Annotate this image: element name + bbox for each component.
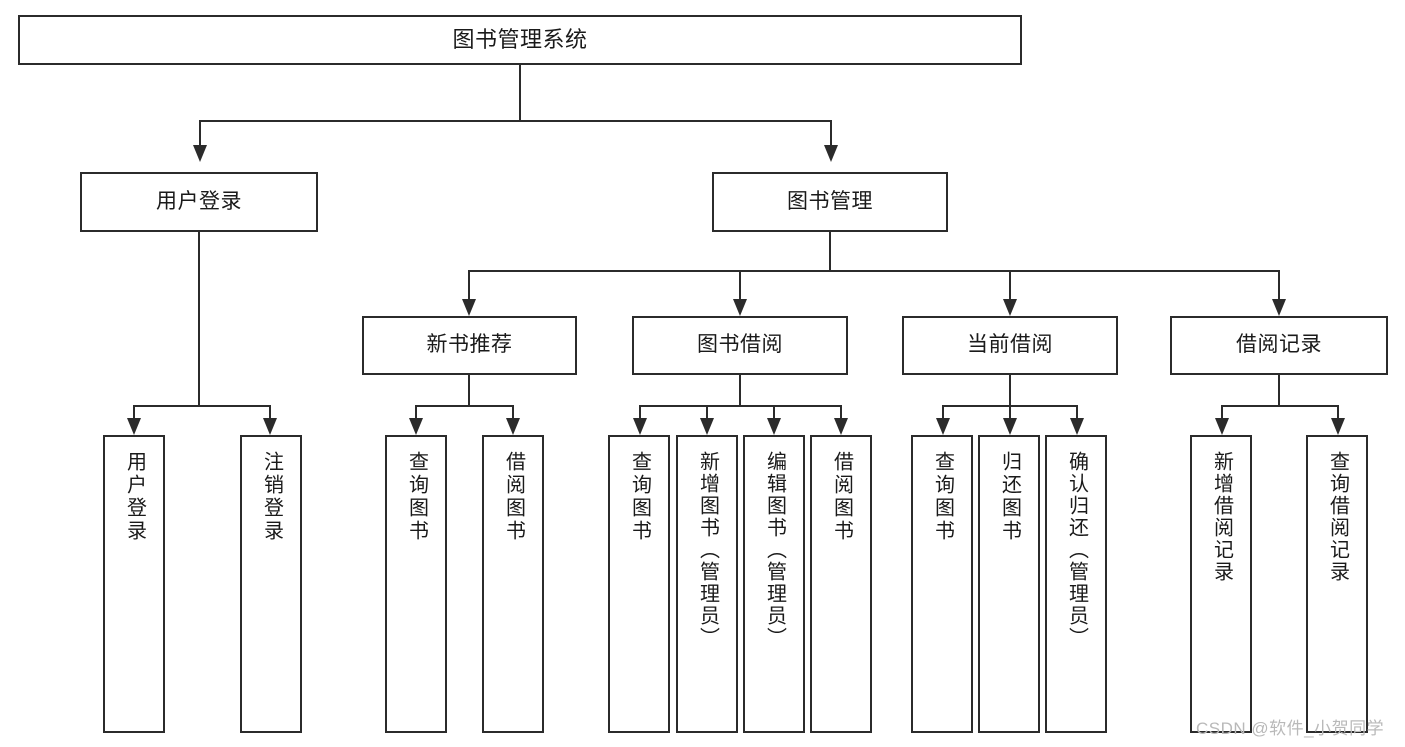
connector-new-book-drop-1 (415, 405, 418, 418)
node-label: 图书管理 (787, 189, 873, 213)
leaf-logout[interactable]: 注销登录 (240, 435, 302, 733)
arrowhead-to-book-management (824, 145, 838, 162)
arrowhead-current-borrow-leaf-3 (1070, 418, 1084, 435)
connector-borrow-record-drop-1 (1221, 405, 1224, 418)
node-label: 注销登录 (260, 451, 283, 543)
connector-level3-drop-4 (1278, 270, 1281, 299)
node-label: 确认归还（管理员） (1065, 451, 1088, 649)
arrowhead-borrow-record-leaf-1 (1215, 418, 1229, 435)
connector-user-login-bus (133, 405, 271, 408)
connector-level1-bus (199, 120, 832, 123)
connector-borrow-record-stem (1278, 375, 1281, 405)
leaf-add-book-admin[interactable]: 新增图书（管理员） (676, 435, 738, 733)
connector-level3-drop-2 (739, 270, 742, 299)
arrowhead-borrow-record-leaf-2 (1331, 418, 1345, 435)
node-label: 用户登录 (156, 189, 242, 213)
connector-level3-bus (468, 270, 1280, 273)
node-borrow-record[interactable]: 借阅记录 (1170, 316, 1388, 375)
arrowhead-to-user-login (193, 145, 207, 162)
connector-current-borrow-drop-3 (1076, 405, 1079, 418)
node-book-borrow[interactable]: 图书借阅 (632, 316, 848, 375)
connector-level3-drop-3 (1009, 270, 1012, 299)
node-book-management[interactable]: 图书管理 (712, 172, 948, 232)
leaf-edit-book-admin[interactable]: 编辑图书（管理员） (743, 435, 805, 733)
connector-new-book-bus (415, 405, 514, 408)
connector-level3-drop-1 (468, 270, 471, 299)
connector-new-book-stem (468, 375, 471, 405)
node-book-management-system[interactable]: 图书管理系统 (18, 15, 1022, 65)
node-label: 新增借阅记录 (1210, 451, 1233, 583)
arrowhead-current-borrow-leaf-1 (936, 418, 950, 435)
leaf-query-borrow-record[interactable]: 查询借阅记录 (1306, 435, 1368, 733)
leaf-query-book-recommend[interactable]: 查询图书 (385, 435, 447, 733)
arrowhead-new-book-leaf-2 (506, 418, 520, 435)
node-label: 当前借阅 (967, 333, 1053, 357)
connector-borrow-record-bus (1221, 405, 1339, 408)
connector-root-stem (519, 65, 522, 120)
connector-current-borrow-stem (1009, 375, 1012, 405)
node-label: 借阅记录 (1236, 333, 1322, 357)
connector-book-borrow-drop-4 (840, 405, 843, 418)
node-label: 查询图书 (405, 451, 428, 543)
connector-book-management-stem (829, 232, 832, 270)
leaf-query-book[interactable]: 查询图书 (608, 435, 670, 733)
arrowhead-book-borrow-leaf-2 (700, 418, 714, 435)
node-label: 用户登录 (123, 451, 146, 543)
node-label: 图书借阅 (697, 333, 783, 357)
connector-borrow-record-drop-2 (1337, 405, 1340, 418)
connector-level1-drop-right (830, 120, 833, 145)
connector-user-login-drop-1 (133, 405, 136, 418)
arrowhead-to-book-borrow (733, 299, 747, 316)
connector-book-borrow-drop-3 (773, 405, 776, 418)
node-label: 查询图书 (628, 451, 651, 543)
arrowhead-to-borrow-record (1272, 299, 1286, 316)
node-user-login[interactable]: 用户登录 (80, 172, 318, 232)
connector-current-borrow-drop-2 (1009, 405, 1012, 418)
node-label: 新增图书（管理员） (696, 451, 719, 649)
arrowhead-current-borrow-leaf-2 (1003, 418, 1017, 435)
leaf-confirm-return-admin[interactable]: 确认归还（管理员） (1045, 435, 1107, 733)
arrowhead-to-new-book-recommend (462, 299, 476, 316)
node-label: 查询借阅记录 (1326, 451, 1349, 583)
arrowhead-to-current-borrow (1003, 299, 1017, 316)
leaf-return-book[interactable]: 归还图书 (978, 435, 1040, 733)
arrowhead-book-borrow-leaf-3 (767, 418, 781, 435)
connector-user-login-stem (198, 232, 201, 405)
node-label: 借阅图书 (502, 451, 525, 543)
connector-book-borrow-drop-1 (639, 405, 642, 418)
node-label: 图书管理系统 (452, 27, 588, 53)
connector-book-borrow-bus (639, 405, 842, 408)
csdn-watermark: CSDN @软件_小贺同学 (1196, 719, 1385, 738)
node-new-book-recommend[interactable]: 新书推荐 (362, 316, 577, 375)
arrowhead-user-login-leaf-2 (263, 418, 277, 435)
connector-user-login-drop-2 (269, 405, 272, 418)
leaf-query-book-current[interactable]: 查询图书 (911, 435, 973, 733)
connector-new-book-drop-2 (512, 405, 515, 418)
node-label: 查询图书 (931, 451, 954, 543)
arrowhead-new-book-leaf-1 (409, 418, 423, 435)
leaf-borrow-book-recommend[interactable]: 借阅图书 (482, 435, 544, 733)
connector-current-borrow-drop-1 (942, 405, 945, 418)
leaf-borrow-book[interactable]: 借阅图书 (810, 435, 872, 733)
node-label: 归还图书 (998, 451, 1021, 543)
connector-book-borrow-stem (739, 375, 742, 405)
arrowhead-book-borrow-leaf-1 (633, 418, 647, 435)
node-label: 编辑图书（管理员） (763, 451, 786, 649)
node-current-borrow[interactable]: 当前借阅 (902, 316, 1118, 375)
connector-level1-drop-left (199, 120, 202, 145)
leaf-user-login[interactable]: 用户登录 (103, 435, 165, 733)
arrowhead-book-borrow-leaf-4 (834, 418, 848, 435)
connector-book-borrow-drop-2 (706, 405, 709, 418)
leaf-add-borrow-record[interactable]: 新增借阅记录 (1190, 435, 1252, 733)
arrowhead-user-login-leaf-1 (127, 418, 141, 435)
node-label: 借阅图书 (830, 451, 853, 543)
node-label: 新书推荐 (426, 333, 513, 357)
